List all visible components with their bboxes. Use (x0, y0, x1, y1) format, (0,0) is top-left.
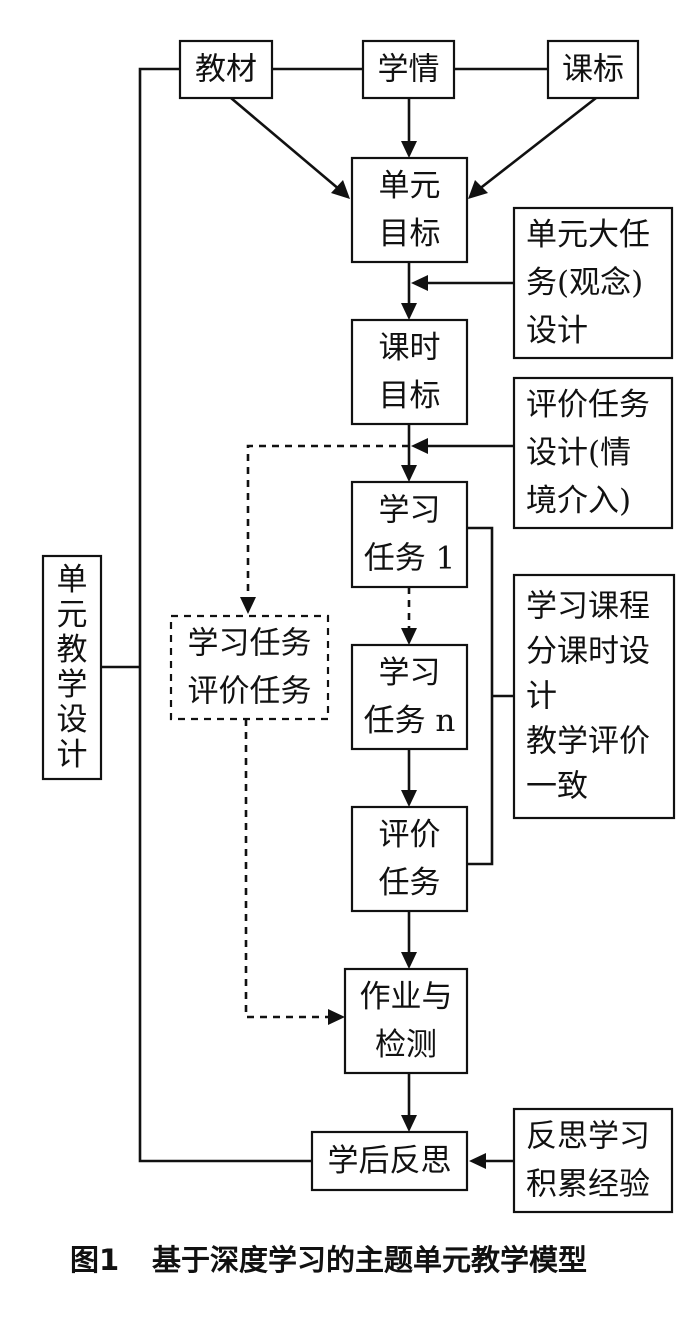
arrowhead (401, 465, 417, 482)
node-box (350, 805, 469, 913)
node-box (512, 206, 674, 360)
arrow-textbook-to-unit-goal (230, 97, 341, 191)
arrowhead (468, 180, 488, 199)
top-link-line (138, 67, 312, 1163)
node-label-line: 评价任务 (526, 387, 650, 423)
node-label-line: 单元大任 (526, 217, 650, 253)
arrowhead (411, 275, 428, 291)
node-label-line: 教学评价 (526, 724, 650, 760)
node-student-situation: 学情 (361, 39, 456, 100)
node-label-line: 学习 (379, 655, 441, 691)
arrowhead (331, 180, 350, 199)
node-label-line: 计 (526, 679, 557, 715)
node-box (350, 480, 469, 589)
node-label-line: 任务 (379, 865, 441, 901)
node-box (343, 967, 469, 1075)
node-label-line: 课标 (562, 52, 624, 88)
node-box (546, 39, 640, 100)
node-label-line: 学习 (379, 493, 441, 529)
node-label-line: 一致 (526, 769, 588, 805)
node-label-line: 课时 (379, 330, 441, 366)
arrowhead (401, 628, 417, 645)
node-box (350, 643, 469, 751)
node-label-line: 学习任务 (188, 626, 312, 662)
connectors (101, 67, 597, 1169)
node-label-line: 评价 (379, 817, 441, 853)
node-box (512, 573, 676, 820)
node-label-line: 学情 (378, 52, 440, 88)
arrowhead (328, 1009, 345, 1025)
node-label-line: 元 (57, 597, 88, 633)
node-label-line: 任务 1 (364, 541, 456, 577)
node-label-line: 设计(情 (526, 435, 631, 471)
figure-title: 基于深度学习的主题单元教学模型 (152, 1243, 587, 1277)
arrowhead (401, 790, 417, 807)
task-group-bracket (467, 526, 494, 866)
node-label-line: 学习课程 (526, 589, 650, 625)
node-label-line: 反思学习 (526, 1119, 650, 1155)
node-label-line: 分课时设 (526, 634, 650, 670)
node-label-line: 教 (57, 632, 88, 668)
node-label-line: 学后反思 (328, 1143, 452, 1179)
node-box (512, 1107, 674, 1214)
arrowhead (401, 1115, 417, 1132)
node-label-line: 务(观念) (526, 265, 643, 301)
node-label-line: 学 (57, 667, 88, 703)
arrowhead (401, 303, 417, 320)
node-label-line: 积累经验 (526, 1167, 650, 1203)
node-box (361, 39, 456, 100)
arrowhead (469, 1153, 486, 1169)
node-box (178, 39, 274, 100)
node-box (41, 554, 103, 781)
node-post-learning-reflection: 学后反思 (310, 1130, 469, 1192)
arrowhead (401, 952, 417, 969)
node-label-line: 计 (57, 737, 88, 773)
node-learning-task-n: 学习任务 n (350, 643, 469, 751)
node-box (169, 614, 330, 721)
node-box (350, 156, 469, 264)
node-label-line: 单元 (379, 168, 441, 204)
arrow-standard-to-unit-goal (477, 96, 597, 192)
arrowhead (411, 438, 428, 454)
node-curriculum-standard: 课标 (546, 39, 640, 100)
node-box (350, 318, 469, 426)
node-textbook: 教材 (178, 39, 274, 100)
node-label-line: 教材 (195, 52, 257, 88)
node-label-line: 作业与 (360, 979, 453, 1015)
arrowhead (240, 597, 256, 614)
node-label-line: 任务 n (364, 703, 456, 739)
node-label-line: 单 (57, 562, 88, 598)
node-label-line: 设 (57, 702, 88, 738)
arrowhead (401, 141, 417, 158)
dashed-branch-to-tasks (246, 444, 409, 600)
node-learning-task-1: 学习任务 1 (350, 480, 469, 589)
node-label-line: 设计 (526, 313, 588, 349)
dashed-tasks-to-homework (244, 719, 331, 1019)
node-label-line: 境介入) (526, 483, 631, 519)
node-label-line: 目标 (379, 378, 441, 414)
node-label-line: 目标 (379, 216, 441, 252)
node-evaluation-task: 评价任务 (350, 805, 469, 913)
node-label-line: 评价任务 (188, 674, 312, 710)
node-box (512, 376, 674, 530)
figure-label: 图1 (70, 1243, 119, 1277)
node-box (310, 1130, 469, 1192)
node-label-line: 检测 (375, 1027, 437, 1063)
